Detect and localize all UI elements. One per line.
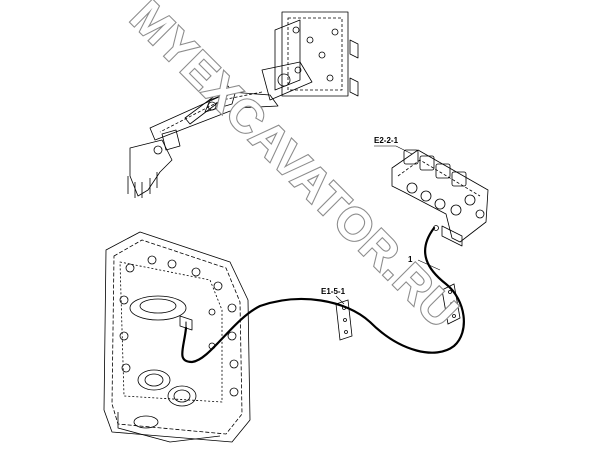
clamp-e1-5-1: [335, 299, 353, 341]
callout-item-label: 1: [408, 255, 413, 264]
leader-lines: [335, 145, 441, 305]
boom-arm-assembly: [127, 11, 359, 198]
callout-connector-label: E1-5-1: [321, 287, 346, 296]
watermark-text: MYEXCAVATOR.RU: [121, 0, 469, 338]
clamp-item-1: [441, 283, 461, 325]
control-valve-assembly: [391, 149, 489, 247]
wire-harness: [181, 226, 465, 364]
callout-valve-label: E2-2-1: [374, 136, 399, 145]
frame-bracket-assembly: [103, 231, 251, 443]
